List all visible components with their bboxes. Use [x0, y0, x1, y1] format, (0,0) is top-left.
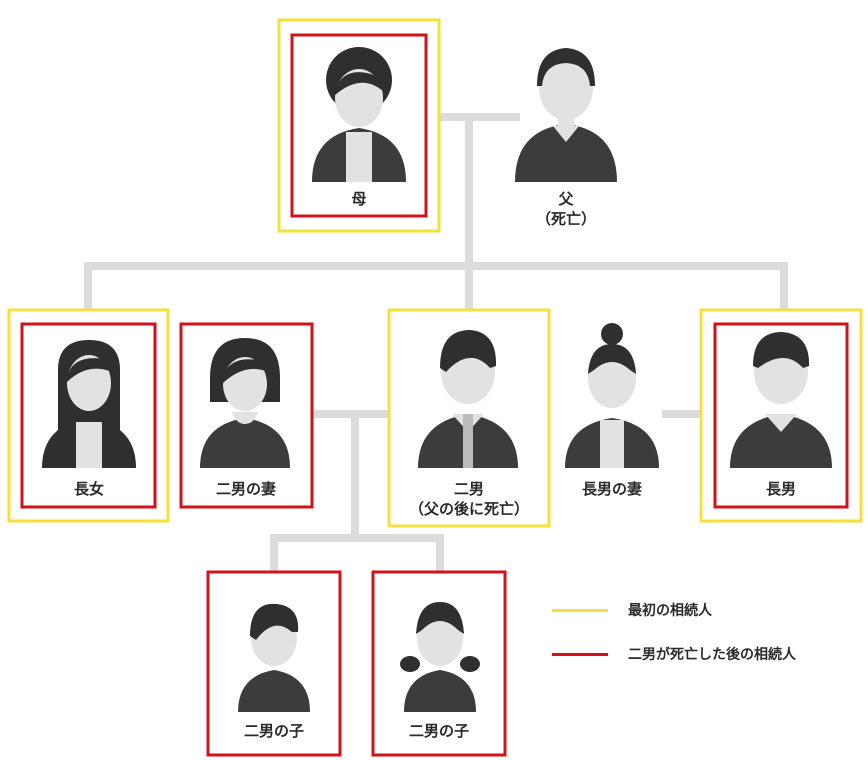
eldest-daughter-label: 長女	[73, 480, 105, 498]
legend-first-heirs-text: 最初の相続人	[628, 603, 712, 619]
second-son-label: 二男	[453, 480, 485, 498]
woman-long-hair-icon	[42, 340, 136, 468]
man-bald-elderly-icon	[515, 48, 617, 182]
child-1-label: 二男の子	[243, 722, 305, 740]
woman-short-hair-elderly-icon	[312, 47, 406, 182]
girl-pigtails-icon	[400, 602, 480, 712]
eldest-son-label: 長男	[765, 480, 797, 498]
child-2-figure	[371, 570, 507, 757]
father-note: （死亡）	[535, 210, 597, 228]
mother-figure	[277, 18, 441, 233]
legend-heirs-after-death-text: 二男が死亡した後の相続人	[628, 647, 796, 663]
legend-red-line	[552, 652, 608, 656]
eldest-daughter-figure	[7, 308, 170, 523]
second-son-note: （父の後に死亡）	[408, 500, 530, 518]
connector-lines	[84, 113, 788, 576]
child-1-figure	[206, 570, 342, 757]
woman-bun-hair-icon	[565, 323, 659, 468]
legend-first-heirs: 最初の相続人	[552, 600, 712, 620]
father-label: 父	[558, 190, 574, 208]
mother-label: 母	[351, 190, 367, 208]
legend-heirs-after-death: 二男が死亡した後の相続人	[552, 644, 796, 664]
second-son-wife-label: 二男の妻	[215, 480, 277, 498]
legend-yellow-line	[552, 608, 608, 612]
second-son-wife-figure	[179, 322, 314, 509]
eldest-son-figure	[699, 308, 863, 523]
eldest-son-wife-label: 長男の妻	[581, 480, 643, 498]
second-son-figure	[387, 308, 551, 528]
child-2-label: 二男の子	[408, 722, 470, 740]
man-collar-shirt-icon	[730, 332, 832, 468]
man-with-tie-icon	[418, 330, 518, 468]
woman-bob-hair-icon	[200, 338, 290, 468]
boy-icon	[238, 603, 310, 712]
